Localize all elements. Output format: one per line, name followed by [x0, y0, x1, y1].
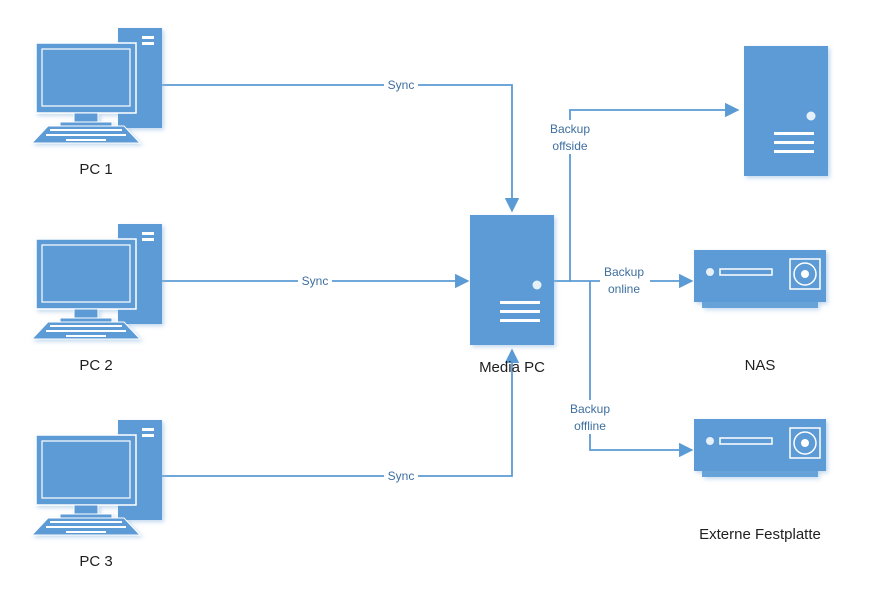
desktop-computer-icon	[31, 419, 163, 536]
sync-edge-pc1	[160, 84, 520, 213]
node-pc1: PC 1	[31, 27, 163, 178]
desktop-computer-icon	[31, 27, 163, 144]
nas-drive-icon	[693, 418, 827, 478]
backup-offsite-label-line2: offside	[552, 139, 587, 153]
backup-online-label-line2: online	[608, 282, 640, 296]
edge-labels: Sync Sync Sync Backup offside Backup onl…	[298, 78, 650, 483]
backup-offsite-edge	[554, 102, 740, 282]
pc3-label: PC 3	[79, 553, 112, 570]
backup-offline-label-line2: offline	[574, 419, 606, 433]
external-drive-label: Externe Festplatte	[699, 526, 821, 543]
backup-offline-label-line1: Backup	[570, 402, 610, 416]
node-external-drive: Externe Festplatte	[693, 418, 827, 543]
sync-label-pc1: Sync	[388, 78, 415, 92]
media-pc-label: Media PC	[479, 359, 545, 376]
sync-label-pc3: Sync	[388, 469, 415, 483]
backup-offsite-label-line1: Backup	[550, 122, 590, 136]
backup-offline-edge	[589, 281, 694, 458]
node-pc3: PC 3	[31, 419, 163, 570]
node-media-pc: Media PC	[470, 215, 554, 376]
tower-server-icon	[744, 46, 828, 176]
sync-edge-pc3	[160, 348, 520, 477]
sync-label-pc2: Sync	[302, 274, 329, 288]
node-pc2: PC 2	[31, 223, 163, 374]
tower-server-icon	[470, 215, 554, 345]
desktop-computer-icon	[31, 223, 163, 340]
node-nas: NAS	[693, 249, 827, 374]
connectors	[160, 84, 740, 477]
pc2-label: PC 2	[79, 357, 112, 374]
nas-label: NAS	[745, 357, 776, 374]
backup-online-label-line1: Backup	[604, 265, 644, 279]
node-offsite-server	[744, 46, 828, 176]
pc1-label: PC 1	[79, 161, 112, 178]
nas-drive-icon	[693, 249, 827, 309]
